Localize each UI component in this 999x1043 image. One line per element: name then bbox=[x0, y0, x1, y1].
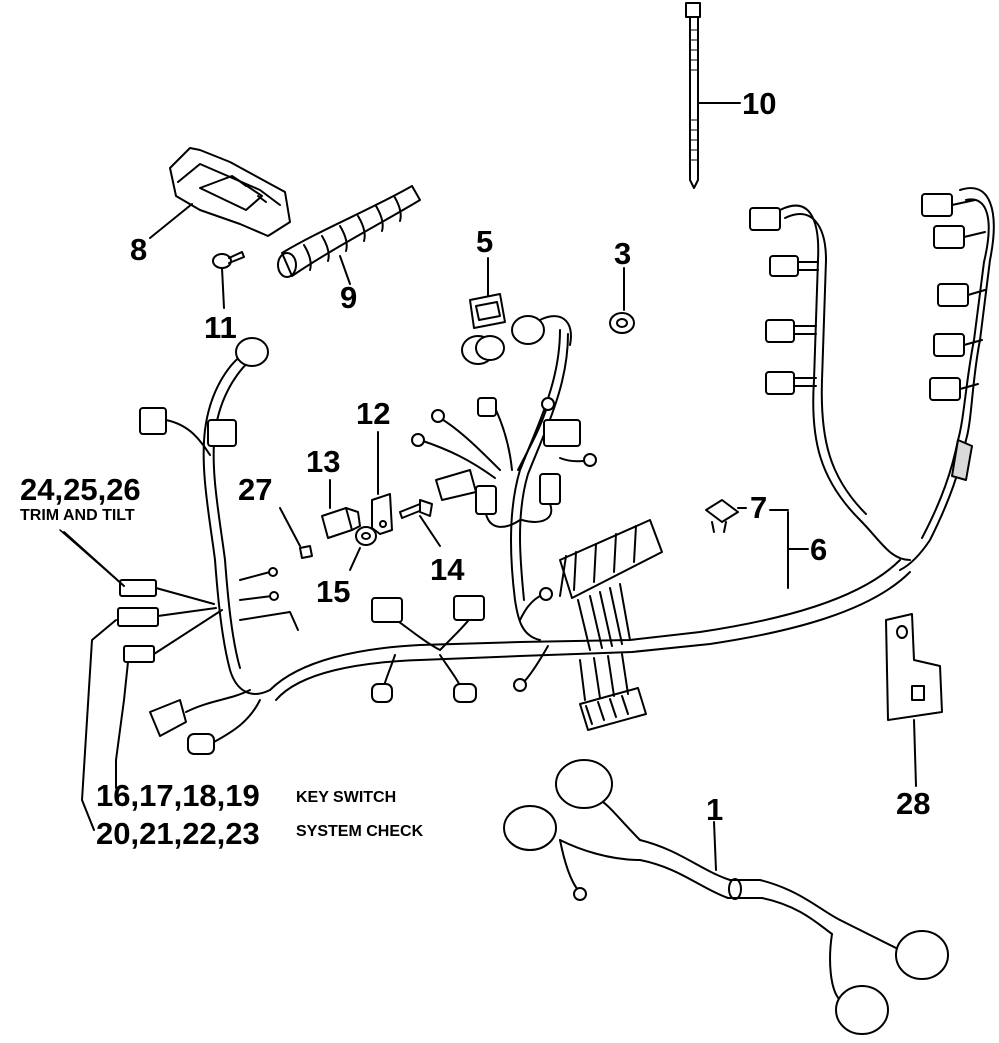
callout-part-28: 28 bbox=[896, 786, 931, 821]
callout-part-13: 13 bbox=[306, 444, 341, 479]
callout-parts-20-23: 20,21,22,23 bbox=[96, 816, 260, 851]
spiral-wrap-part-9 bbox=[277, 185, 421, 285]
fuse-part-7 bbox=[705, 499, 747, 533]
callout-parts-24-26: 24,25,26 bbox=[20, 472, 141, 507]
center-upper-harness bbox=[411, 329, 597, 641]
middle-harness-section bbox=[371, 595, 549, 703]
bracket-part-8 bbox=[149, 147, 291, 239]
callout-part-9: 9 bbox=[340, 280, 358, 315]
terminal-block-connectors bbox=[559, 519, 663, 731]
caption-trim-and-tilt: TRIM AND TILT bbox=[20, 507, 135, 524]
small-parts-group bbox=[279, 431, 441, 571]
far-right-connector-branch bbox=[899, 187, 995, 571]
callout-part-15: 15 bbox=[316, 574, 351, 609]
battery-cable-part-1 bbox=[503, 759, 949, 1035]
screw-part-11 bbox=[212, 251, 245, 309]
upper-right-connector-branch bbox=[749, 204, 911, 561]
plate-bracket-part-28 bbox=[885, 613, 943, 787]
callout-part-3: 3 bbox=[614, 236, 632, 271]
callout-part-6: 6 bbox=[810, 532, 828, 567]
callout-part-8: 8 bbox=[130, 232, 148, 267]
callout-part-1: 1 bbox=[706, 792, 724, 827]
switch-connectors bbox=[63, 531, 223, 831]
callout-part-5: 5 bbox=[476, 224, 494, 259]
callout-part-11: 11 bbox=[204, 310, 237, 345]
callout-part-27: 27 bbox=[238, 472, 273, 507]
callout-part-10: 10 bbox=[742, 86, 777, 121]
caption-key-switch: KEY SWITCH bbox=[296, 789, 397, 806]
callout-parts-16-19: 16,17,18,19 bbox=[96, 778, 260, 813]
connector-part-5 bbox=[461, 257, 572, 365]
callout-part-7: 7 bbox=[750, 490, 768, 525]
grommet-part-3 bbox=[609, 267, 635, 334]
trim-tilt-leader bbox=[59, 529, 125, 587]
cable-tie-part-10 bbox=[685, 2, 741, 189]
callout-part-12: 12 bbox=[356, 396, 391, 431]
callout-part-14: 14 bbox=[430, 552, 465, 587]
main-harness-part-6 bbox=[269, 509, 911, 701]
caption-system-check: SYSTEM CHECK bbox=[296, 823, 424, 840]
left-harness-section bbox=[139, 337, 299, 755]
